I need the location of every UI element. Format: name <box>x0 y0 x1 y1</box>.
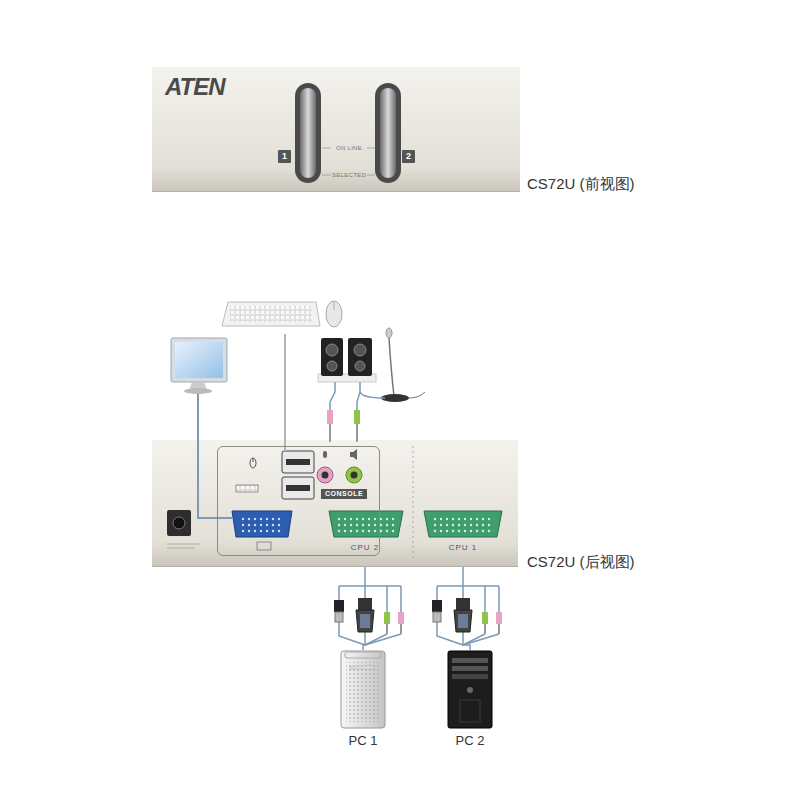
keyboard-icon <box>222 302 320 326</box>
cpu-port: CPU 1 <box>420 508 506 552</box>
monitor-icon <box>171 338 227 394</box>
view-caption: CS72U (前视图) <box>527 175 635 192</box>
port-number: 1 <box>278 150 291 163</box>
back-panel: CONSOLECPU 2CPU 1CS72U (后视图) <box>152 440 518 567</box>
mouse-icon <box>326 301 342 327</box>
view-caption: CS72U (后视图) <box>527 553 635 570</box>
port-label: CPU 2 <box>322 543 408 552</box>
cpu-port: CPU 2 <box>322 508 408 552</box>
computer-label: PC 1 <box>330 734 396 749</box>
usb-cable <box>284 334 286 451</box>
port-label: CPU 1 <box>420 543 506 552</box>
cable-bundle <box>432 586 502 645</box>
console-tab: CONSOLE <box>321 489 367 499</box>
audio-plugs <box>327 382 385 442</box>
status-label: ON LINE <box>336 145 362 152</box>
cable-bundle <box>334 586 404 645</box>
port-number-badge: 2 <box>402 150 415 163</box>
console-region: CONSOLE <box>217 446 380 556</box>
pc-tower-black <box>448 651 492 728</box>
speaker-icon <box>318 338 376 382</box>
port-number: 2 <box>402 150 415 163</box>
monitor-cable <box>198 394 232 518</box>
front-panel-body <box>152 67 520 192</box>
microphone-icon <box>381 328 425 402</box>
computer-label: PC 2 <box>437 734 503 749</box>
back-panel-body <box>152 440 518 567</box>
computer: PC 2 <box>437 650 503 749</box>
computer: PC 1 <box>330 650 396 749</box>
port-number-badge: 1 <box>278 150 291 163</box>
pc-tower-silver <box>341 651 385 728</box>
status-label: SELECTED <box>332 172 366 179</box>
brand-logo: ATEN <box>165 73 225 101</box>
